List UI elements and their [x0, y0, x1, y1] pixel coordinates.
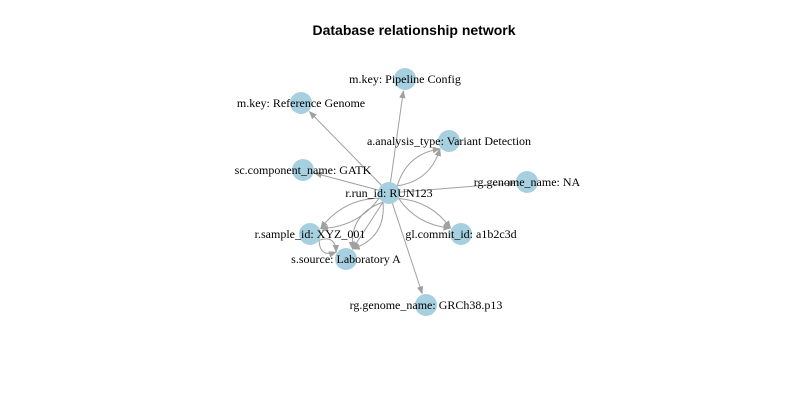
- node-gatk: [292, 159, 314, 181]
- node-label-sample: r.sample_id: XYZ_001: [255, 227, 366, 241]
- node-label-commit: gl.commit_id: a1b2c3d: [405, 227, 516, 241]
- node-analysis: [438, 130, 460, 152]
- node-pipeline: [394, 68, 416, 90]
- edge-run-source: [352, 201, 384, 250]
- labels-layer: r.run_id: RUN123 m.key: Pipeline Config m.…: [235, 72, 581, 312]
- node-run: [378, 182, 400, 204]
- node-label-grch: rg.genome_name: GRCh38.p13: [350, 298, 503, 312]
- node-label-run: r.run_id: RUN123: [345, 186, 432, 200]
- edge-run-sample: [320, 197, 380, 230]
- node-label-refgenome: m.key: Reference Genome: [237, 96, 365, 110]
- node-commit: [450, 223, 472, 245]
- edge-run-commit: [398, 198, 452, 231]
- edge-run-refgenome: [308, 111, 382, 186]
- edge-run-commit: [398, 197, 452, 229]
- node-label-gatk: sc.component_name: GATK: [235, 163, 372, 177]
- node-refgenome: [290, 92, 312, 114]
- diagram-title: Database relationship network: [312, 22, 515, 38]
- edge-run-source: [351, 202, 384, 250]
- edge-run-rgna: [399, 180, 516, 193]
- node-label-pipeline: m.key: Pipeline Config: [349, 72, 461, 86]
- node-grch: [415, 294, 437, 316]
- edge-sample-source: [318, 238, 340, 253]
- edge-run-gatk: [313, 171, 379, 191]
- node-label-source: s.source: Laboratory A: [291, 252, 401, 266]
- edges-layer: [308, 90, 516, 295]
- node-label-rgna: rg.genome_name: NA: [474, 175, 581, 189]
- edge-run-analysis: [396, 146, 441, 186]
- node-rgna: [516, 171, 538, 193]
- edge-run-grch: [391, 203, 424, 295]
- edge-run-sample: [319, 197, 380, 232]
- edge-run-analysis: [397, 148, 441, 187]
- node-sample: [299, 223, 321, 245]
- edge-run-pipeline: [390, 90, 406, 183]
- nodes-layer: [290, 68, 538, 316]
- node-label-analysis: a.analysis_type: Variant Detection: [367, 134, 531, 148]
- node-source: [335, 248, 357, 270]
